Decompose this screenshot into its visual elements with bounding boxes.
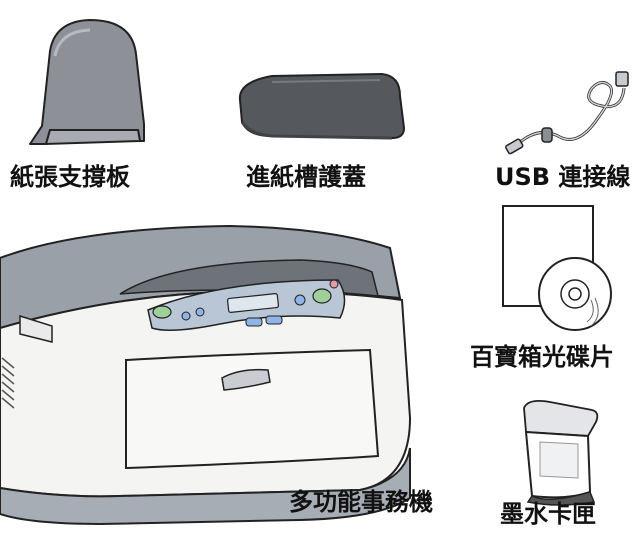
usb-cable-label: USB 連接線	[495, 163, 631, 191]
paper-support-label: 紙張支撐板	[10, 163, 130, 191]
ink-cartridge-label: 墨水卡匣	[500, 500, 596, 528]
cd-label: 百寶箱光碟片	[470, 343, 614, 371]
printer-illustration	[0, 224, 412, 526]
usb-cable-illustration	[505, 71, 629, 155]
paper-support-illustration	[29, 19, 145, 146]
feeder-cover-label: 進紙槽護蓋	[246, 163, 366, 191]
ink-cartridge-illustration	[523, 399, 599, 506]
printer-label: 多功能事務機	[289, 488, 433, 516]
feeder-cover-illustration	[238, 73, 405, 140]
cd-illustration	[502, 205, 612, 331]
